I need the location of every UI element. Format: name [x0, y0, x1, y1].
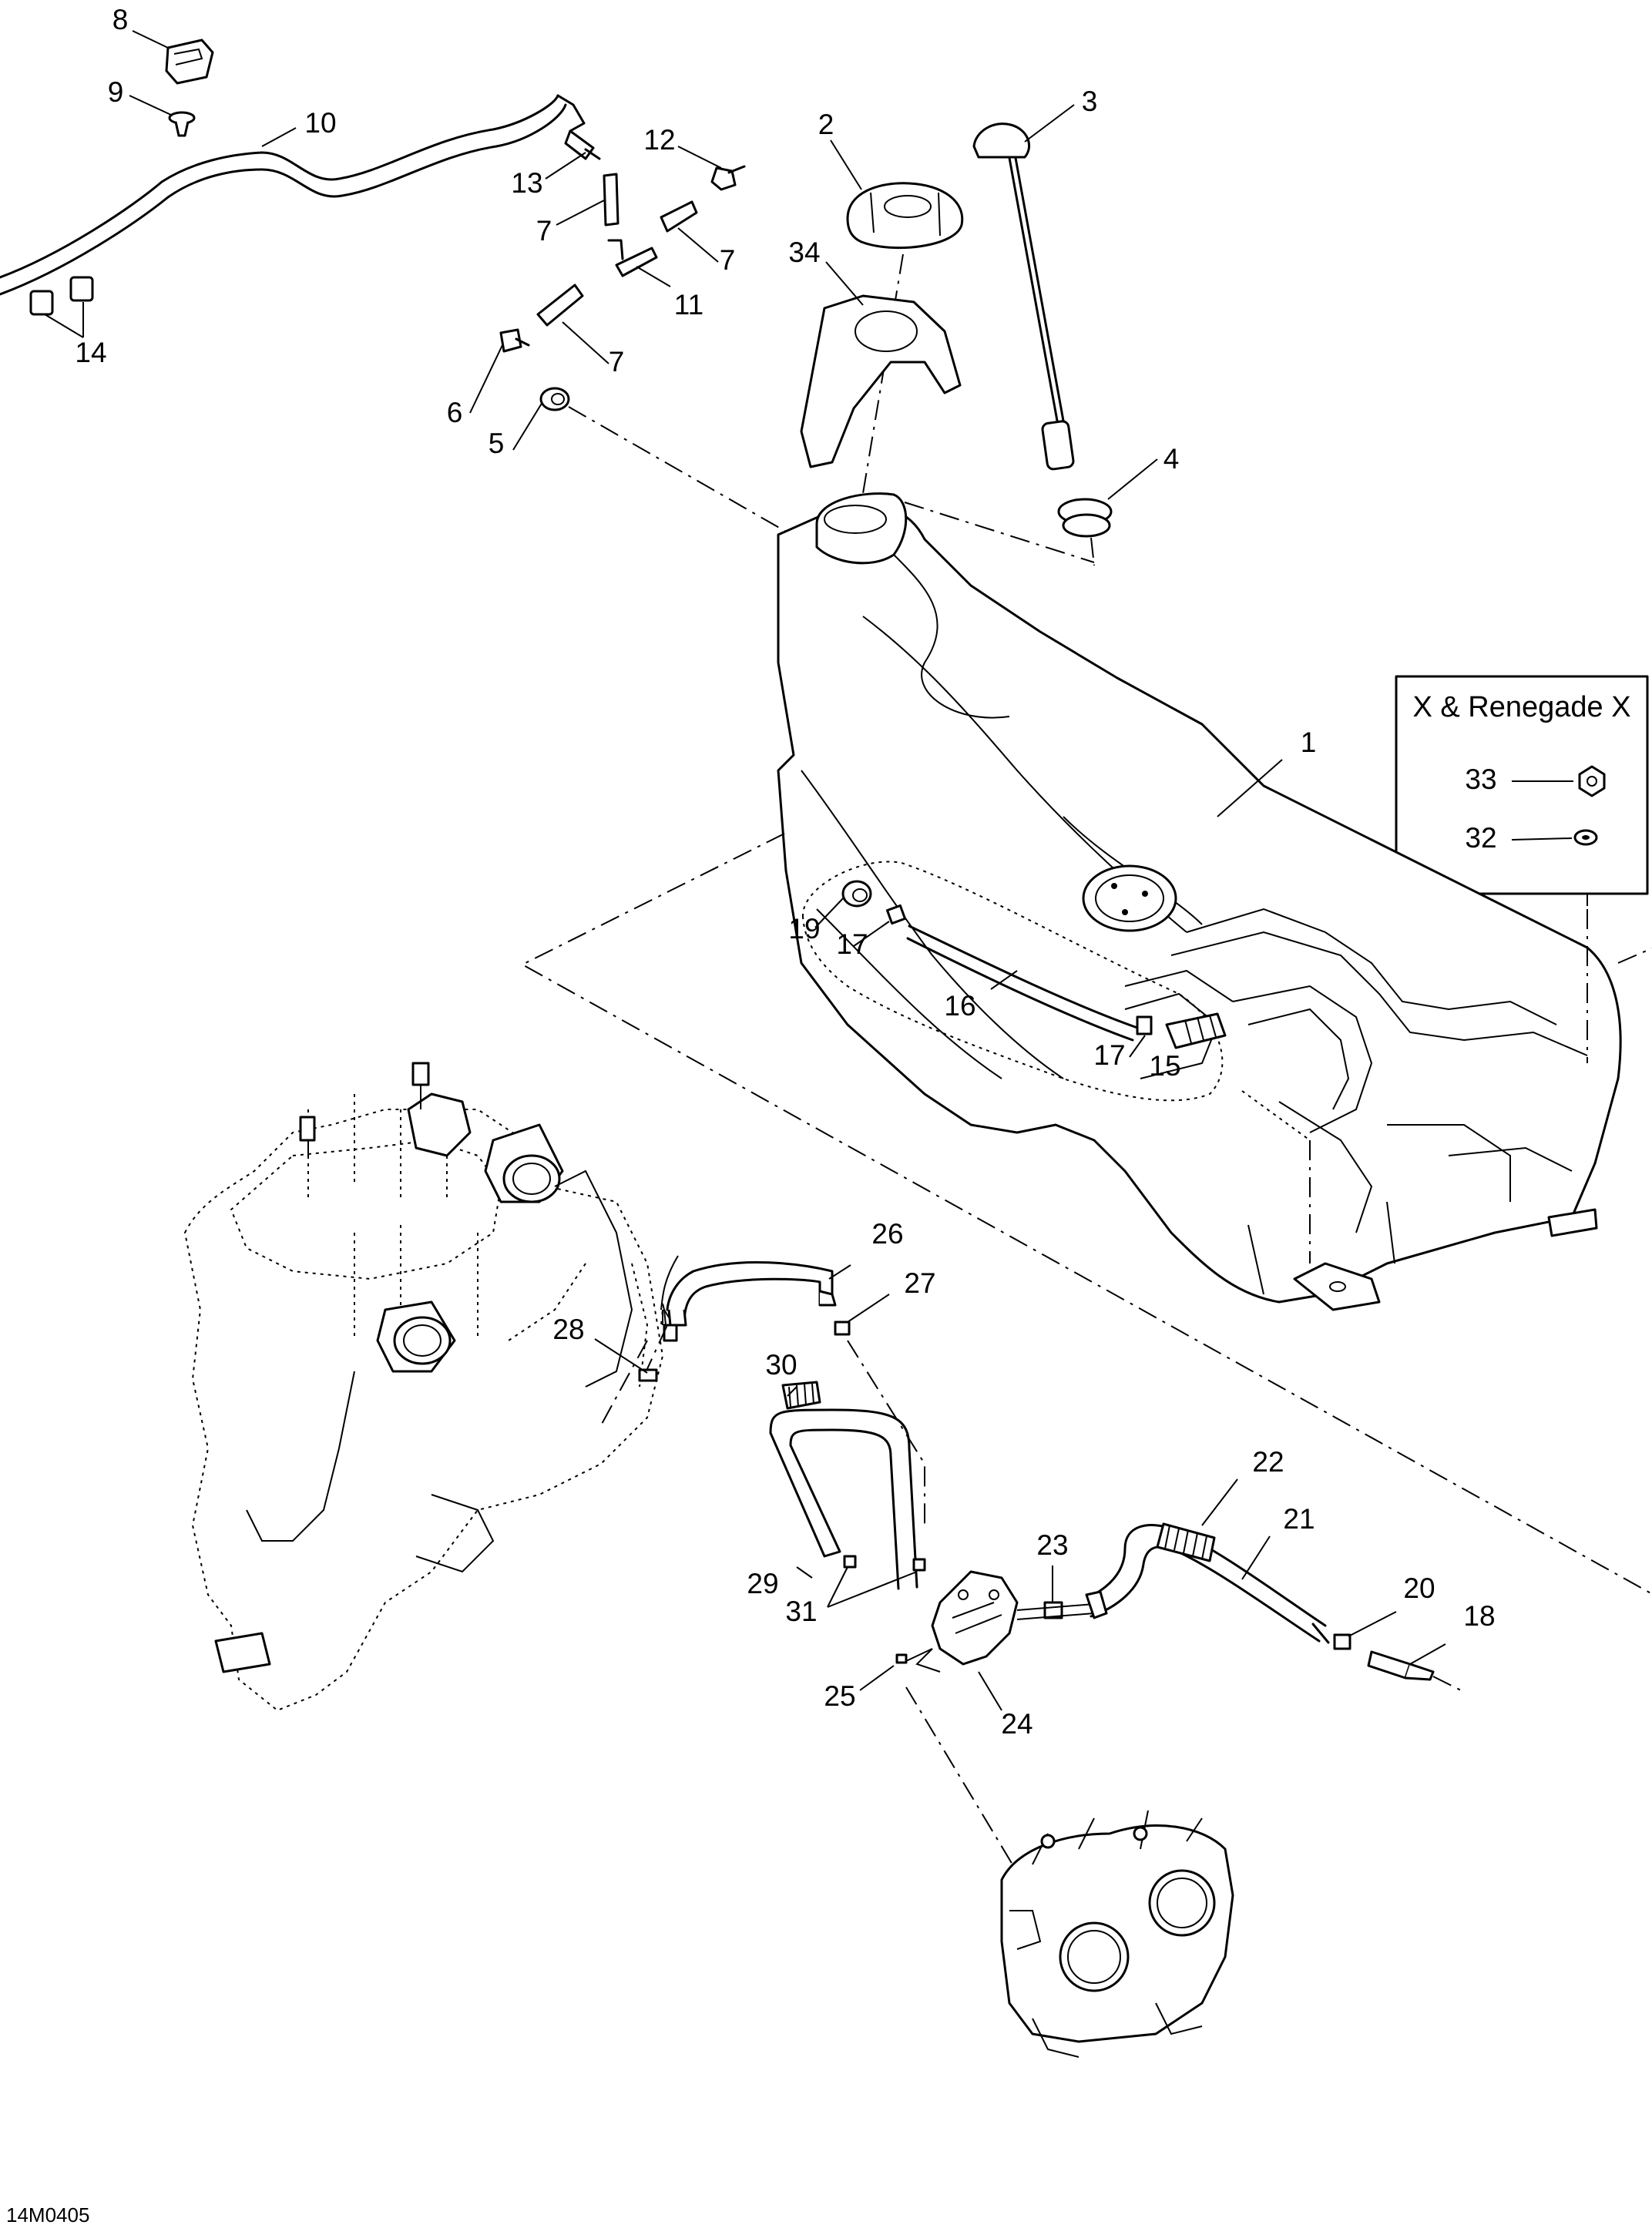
part-13-check-valve — [564, 129, 601, 160]
callout-34: 34 — [788, 237, 820, 268]
part-33-nut — [1578, 765, 1606, 797]
callout-4: 4 — [1163, 443, 1180, 475]
part-14-plugs — [29, 276, 94, 316]
part-28-clamp — [638, 1368, 658, 1382]
callouts: 8 9 10 12 13 7 7 11 7 14 6 5 2 34 3 4 1 … — [75, 4, 1496, 1740]
part-2-fuel-cap — [846, 182, 964, 250]
callout-25: 25 — [824, 1680, 855, 1712]
callout-1: 1 — [1301, 727, 1317, 758]
part-20-clamp — [1333, 1633, 1351, 1650]
engine-intake-right — [484, 1123, 564, 1203]
part-19-grommet — [841, 880, 872, 908]
callout-7b: 7 — [720, 244, 736, 276]
callout-2: 2 — [818, 109, 834, 140]
part-25-fitting — [895, 1653, 908, 1664]
part-7-hose-a — [603, 173, 620, 227]
callout-20: 20 — [1403, 1572, 1435, 1604]
part-26-hose — [666, 1260, 837, 1327]
callout-29: 29 — [747, 1568, 778, 1599]
callout-17a: 17 — [836, 928, 868, 960]
part-29-hose — [769, 1408, 918, 1590]
part-27-clamp — [834, 1321, 851, 1336]
callout-6: 6 — [447, 397, 463, 428]
part-1-fuel-tank — [777, 492, 1622, 1311]
carburetor-assembly — [1000, 1810, 1234, 2058]
callout-26: 26 — [871, 1218, 903, 1250]
part-6-elbow — [499, 328, 530, 353]
engine-intake-left — [376, 1300, 456, 1373]
callout-15: 15 — [1149, 1050, 1180, 1082]
lower-fuel-lines — [600, 1255, 1465, 1873]
callout-31: 31 — [785, 1596, 817, 1627]
callout-13: 13 — [511, 167, 542, 199]
part-7-hose-b — [660, 200, 698, 233]
cap-and-gauge-group — [800, 122, 1113, 566]
part-16-fuel-line — [908, 925, 1139, 1029]
part-32-washer — [1573, 829, 1598, 846]
leader-lines — [44, 30, 1573, 1711]
callout-24: 24 — [1001, 1708, 1032, 1740]
callout-33: 33 — [1465, 763, 1496, 795]
callout-10: 10 — [304, 107, 336, 139]
part-22-spring — [1156, 1522, 1216, 1562]
callout-21: 21 — [1283, 1503, 1315, 1535]
callout-18: 18 — [1463, 1600, 1495, 1632]
inset-x-renegade-x: X & Renegade X — [1395, 675, 1649, 895]
callout-23: 23 — [1036, 1529, 1068, 1561]
callout-22: 22 — [1252, 1446, 1284, 1478]
drawing-code: 14M0405 — [6, 2203, 89, 2227]
part-9-rivet — [168, 111, 196, 137]
part-15-filter — [1165, 1012, 1227, 1049]
callout-17b: 17 — [1093, 1039, 1125, 1071]
callout-32: 32 — [1465, 822, 1496, 854]
callout-14: 14 — [75, 337, 106, 368]
inset-title: X & Renegade X — [1412, 691, 1630, 723]
callout-5: 5 — [489, 428, 505, 459]
callout-7c: 7 — [609, 346, 625, 378]
callout-7a: 7 — [536, 215, 552, 247]
pickup-internals — [841, 880, 1227, 1049]
callout-11: 11 — [674, 289, 703, 320]
callout-9: 9 — [108, 76, 124, 108]
callout-19: 19 — [788, 913, 820, 945]
part-18-fitting — [1367, 1650, 1435, 1681]
part-31-clamp-left — [843, 1555, 857, 1569]
dash-frame — [520, 833, 1652, 1596]
callout-27: 27 — [904, 1267, 935, 1299]
callout-8: 8 — [112, 4, 129, 35]
part-31-clamp-right — [912, 1558, 926, 1572]
part-12-fitting — [710, 165, 746, 191]
part-10-vent-hose — [0, 94, 559, 279]
part-3-fuel-gauge — [972, 122, 1075, 471]
vent-line-group — [0, 39, 787, 532]
part-17-clamp-lower — [1136, 1015, 1153, 1035]
part-17-clamp-upper — [885, 904, 907, 925]
callout-28: 28 — [552, 1314, 584, 1345]
part-4-grommet — [1057, 498, 1113, 538]
part-7-hose-c — [536, 284, 584, 327]
part-24-fuel-pump — [915, 1570, 1019, 1673]
callout-30: 30 — [765, 1349, 797, 1381]
callout-16: 16 — [944, 990, 975, 1022]
part-34-support — [800, 294, 962, 468]
engine-assembly — [183, 1062, 664, 1712]
callout-12: 12 — [643, 124, 675, 156]
part-5-grommet — [539, 387, 570, 411]
callout-3: 3 — [1082, 86, 1098, 117]
part-30-spring — [781, 1381, 821, 1410]
part-11-tee — [607, 239, 658, 277]
